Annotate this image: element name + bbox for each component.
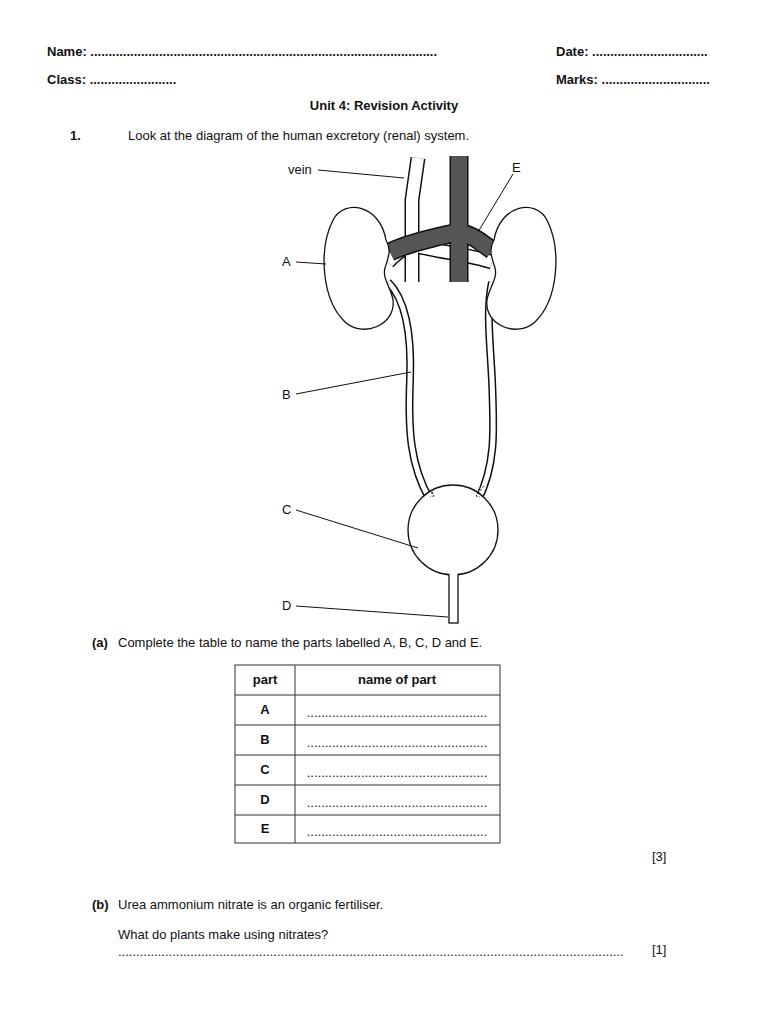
- form-field: Date: ................................: [556, 44, 708, 60]
- part-label: vein: [288, 162, 312, 178]
- table-cell: C: [260, 762, 269, 778]
- ureter-tube: [388, 282, 493, 500]
- question-text: Urea ammonium nitrate is an organic fert…: [118, 897, 383, 913]
- part-label: B: [282, 387, 291, 403]
- vein-tube: [388, 158, 492, 282]
- answer-line: ........................................…: [118, 944, 624, 960]
- table-cell: B: [260, 732, 269, 748]
- mark-allocation: [1]: [652, 942, 666, 958]
- form-field: Marks: ..............................: [556, 72, 710, 88]
- answer-line: ........................................…: [307, 705, 488, 721]
- question-number: (b): [92, 897, 109, 913]
- urethra-tube: [449, 568, 458, 623]
- urethra-join: [450, 574, 458, 577]
- ureter-opening: [426, 486, 484, 497]
- answer-table: [235, 665, 500, 843]
- answer-line: ........................................…: [307, 765, 488, 781]
- worksheet-title: Unit 4: Revision Activity: [310, 98, 458, 114]
- part-label: D: [282, 598, 291, 614]
- table-cell: D: [260, 792, 269, 808]
- part-label: E: [512, 160, 521, 176]
- answer-line: ........................................…: [307, 735, 488, 751]
- table-cell: E: [261, 821, 270, 837]
- table-header: name of part: [358, 672, 436, 688]
- part-label: A: [282, 254, 291, 270]
- question-text: Complete the table to name the parts lab…: [118, 635, 482, 651]
- question-text: What do plants make using nitrates?: [118, 927, 328, 943]
- answer-line: ........................................…: [307, 824, 488, 840]
- table-header: part: [253, 672, 278, 688]
- question-text: Look at the diagram of the human excreto…: [128, 128, 469, 144]
- part-label: C: [282, 502, 291, 518]
- table-cell: A: [260, 702, 269, 718]
- leader-line: [296, 170, 513, 617]
- question-number: (a): [92, 635, 108, 651]
- mark-allocation: [3]: [652, 849, 666, 865]
- question-number: 1.: [70, 128, 81, 144]
- artery-tube: [390, 156, 492, 282]
- form-field: Class: ........................: [47, 72, 176, 88]
- kidney: [487, 207, 556, 329]
- form-field: Name: ..................................…: [47, 44, 437, 60]
- bladder: [408, 485, 498, 575]
- kidney: [324, 207, 393, 329]
- answer-line: ........................................…: [307, 795, 488, 811]
